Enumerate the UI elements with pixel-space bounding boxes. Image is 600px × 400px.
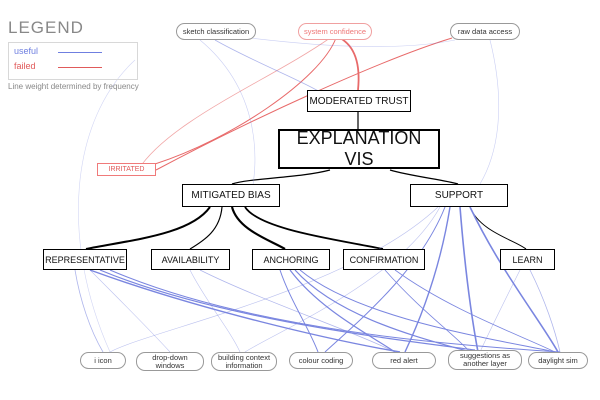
edge-bias-availability (189, 206, 223, 250)
edge-explanation-support (389, 169, 459, 185)
node-representative[interactable]: REPRESENTATIVE (43, 249, 127, 270)
edge-confidence-legend-area (137, 37, 331, 171)
edge-anch-redalert (289, 269, 396, 353)
legend-box (8, 42, 138, 80)
node-mitigated-bias[interactable]: MITIGATED BIAS (182, 184, 280, 207)
node-availability[interactable]: AVAILABILITY (151, 249, 230, 270)
node-red-alert[interactable]: red alert (372, 352, 436, 369)
edge-support-daylight (469, 206, 559, 353)
node-anchoring[interactable]: ANCHORING (252, 249, 330, 270)
node-raw-data-access[interactable]: raw data access (450, 23, 520, 40)
legend-useful-line (58, 52, 102, 53)
edge-conf-daylight (394, 269, 556, 353)
node-moderated-trust[interactable]: MODERATED TRUST (307, 90, 411, 112)
edge-anch-colour (279, 269, 319, 353)
node-explanation-vis[interactable]: EXPLANATION VIS (278, 128, 440, 169)
legend-title: LEGEND (8, 18, 84, 37)
legend-note: Line weight determined by frequency (8, 82, 139, 91)
edge-bias-confirmation (244, 206, 384, 250)
edge-support-building (244, 206, 441, 353)
node-i-icon[interactable]: i icon (80, 352, 126, 369)
edge-raw-support (479, 39, 500, 185)
edge-legend-left-drop (78, 59, 136, 353)
edge-bias-anchoring (230, 206, 286, 250)
legend-useful-label: useful (14, 46, 39, 56)
edge-anch-daylight (299, 269, 556, 353)
node-support[interactable]: SUPPORT (410, 184, 508, 207)
legend-failed-label: failed (14, 61, 36, 71)
node-system-confidence[interactable]: system confidence (298, 23, 372, 40)
node-daylight-sim[interactable]: daylight sim (528, 352, 588, 369)
node-irritated[interactable]: IRRITATED (97, 163, 156, 176)
edge-support-iicon (109, 206, 439, 353)
edge-avail-redalert (199, 269, 396, 353)
edge-sketch-redalert (199, 39, 256, 201)
edge-support-colour (324, 206, 446, 353)
edge-confidence-trust (339, 37, 360, 91)
edge-support-redalert (404, 206, 451, 353)
node-sketch-classification[interactable]: sketch classification (176, 23, 256, 40)
edge-learn-daylight (529, 269, 561, 353)
edge-confidence-irritated (154, 37, 337, 165)
node-building-context-information[interactable]: building context information (211, 352, 277, 371)
edge-anch-suggestions (294, 269, 471, 353)
edge-raw-sketch (249, 37, 456, 47)
node-confirmation[interactable]: CONFIRMATION (343, 249, 425, 270)
edge-rep-iicon (74, 269, 104, 353)
edge-support-learn (469, 206, 527, 250)
edge-support-suggestions (459, 206, 479, 353)
edge-rep-suggestions (99, 269, 476, 351)
edge-rep-redalert (89, 269, 401, 353)
edge-conf-suggestions (384, 269, 471, 353)
edge-avail-building (189, 269, 241, 353)
legend-failed-line (58, 67, 102, 68)
node-drop-down-windows[interactable]: drop-down windows (136, 352, 204, 371)
node-learn[interactable]: LEARN (500, 249, 555, 270)
edge-explanation-bias (231, 169, 331, 185)
edge-learn-suggestions (479, 269, 521, 353)
node-colour-coding[interactable]: colour coding (289, 352, 353, 369)
edge-sketch-trust (214, 39, 321, 93)
node-suggestions-as-another-layer[interactable]: suggestions as another layer (448, 350, 522, 370)
edge-bias-representative (85, 206, 211, 250)
edge-rep-dropdown (89, 269, 171, 353)
